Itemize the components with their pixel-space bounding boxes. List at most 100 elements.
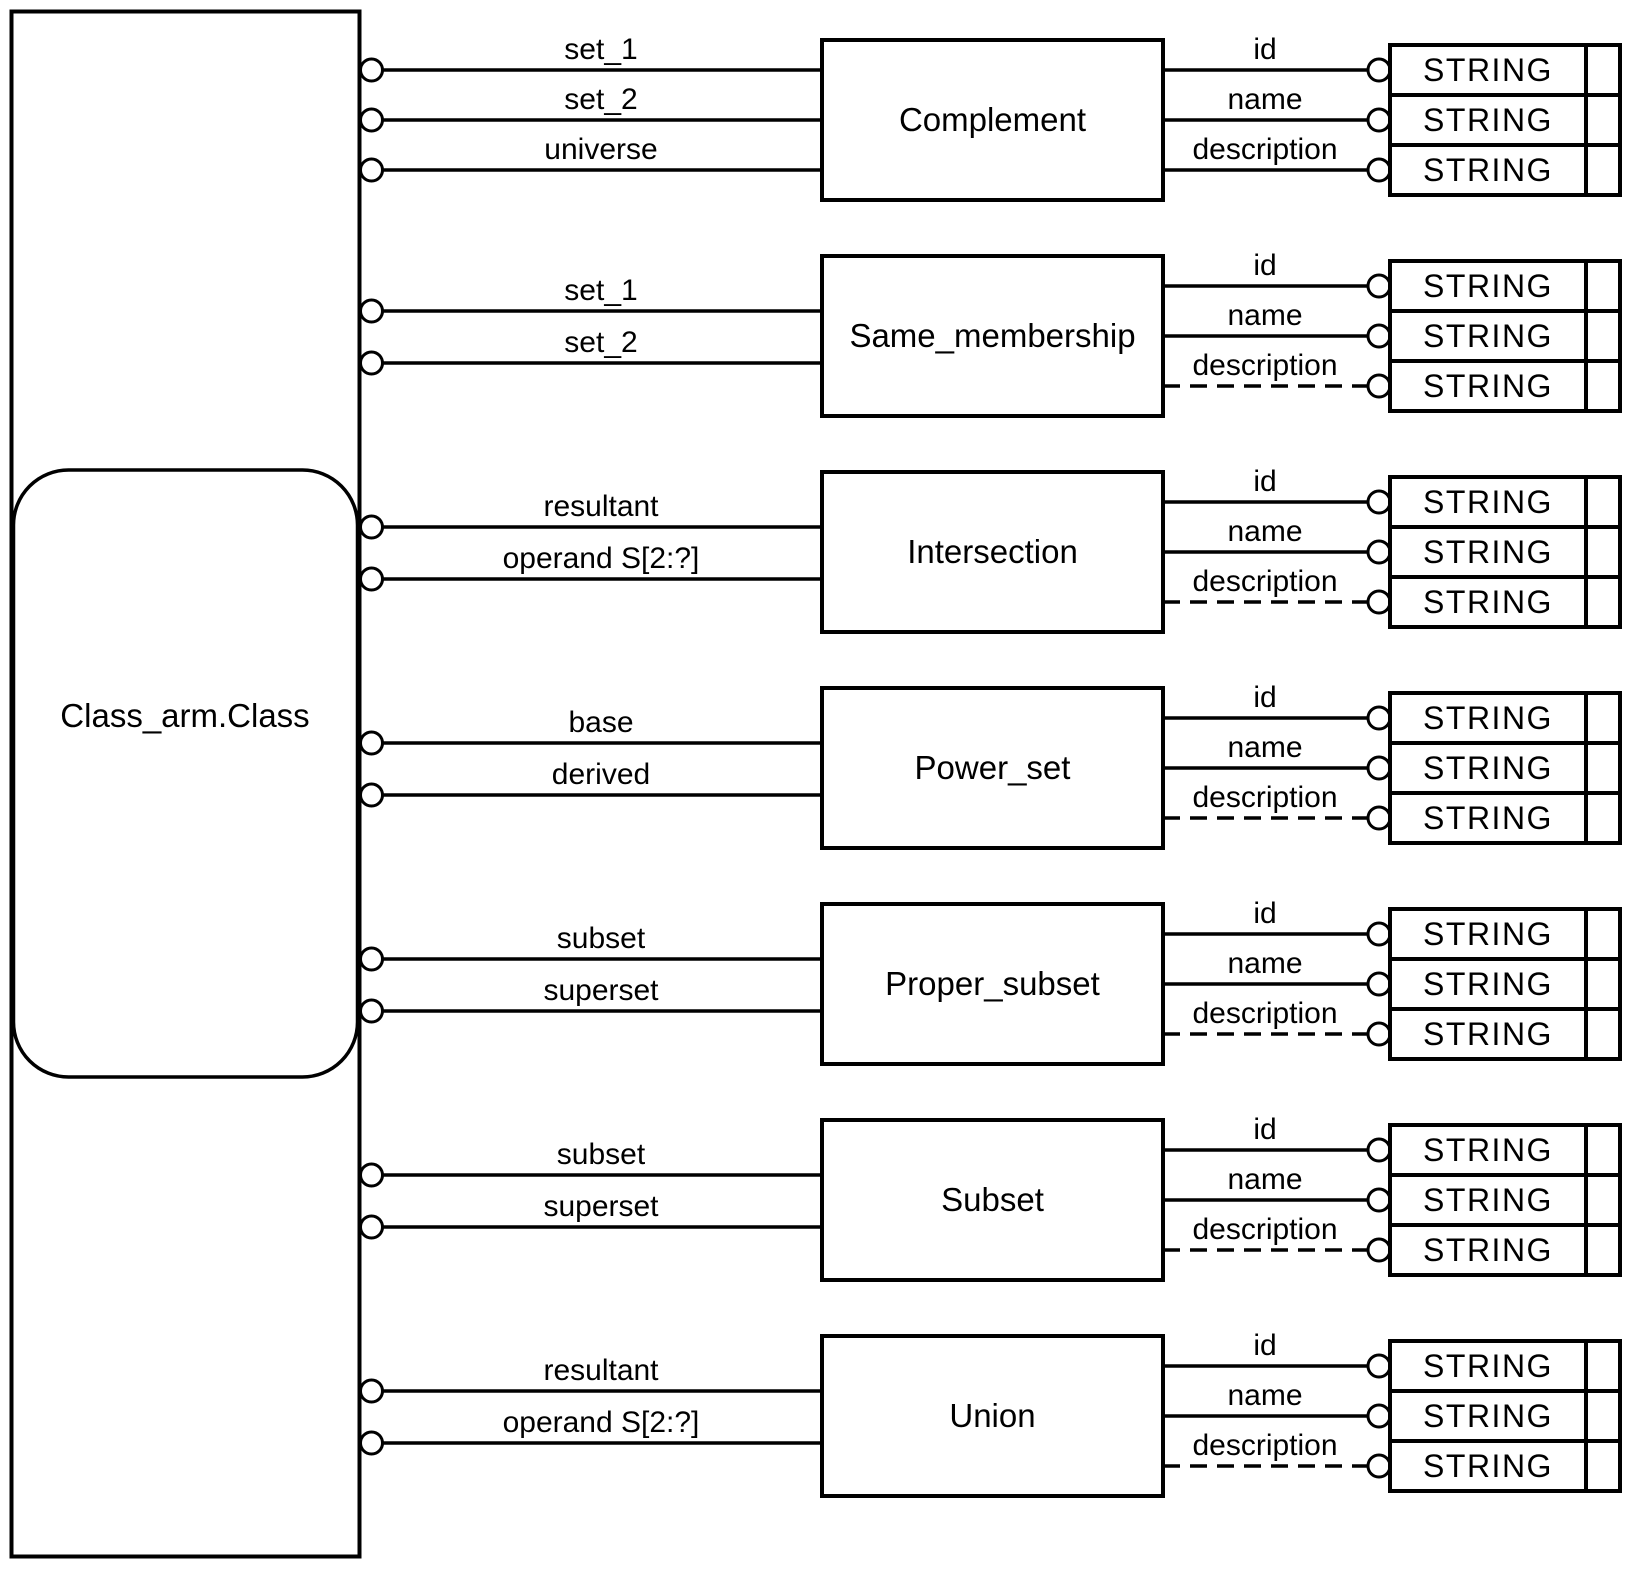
attribute-label-power-set-id: id <box>1253 681 1276 714</box>
attribute-port-circle <box>1366 1453 1392 1479</box>
string-type-label: STRING <box>1423 1232 1553 1268</box>
attribute-label-intersection-name: name <box>1227 515 1302 548</box>
string-type-box <box>1388 791 1622 845</box>
attribute-port-circle <box>1366 705 1392 731</box>
relationship-label-same-membership-1: set_2 <box>564 326 637 359</box>
string-type-label: STRING <box>1423 1016 1553 1052</box>
string-type-box <box>1388 575 1622 629</box>
attribute-label-power-set-description: description <box>1192 781 1337 814</box>
relationship-port-circle <box>359 107 384 133</box>
string-type-box <box>1388 1439 1622 1493</box>
relationship-label-complement-0: set_1 <box>564 33 637 66</box>
relationship-port-circle <box>359 1214 384 1240</box>
attribute-label-union-description: description <box>1192 1429 1337 1462</box>
entity-title-proper-subset: Proper_subset <box>885 965 1100 1002</box>
attribute-label-union-id: id <box>1253 1329 1276 1362</box>
attribute-port-circle <box>1366 755 1392 781</box>
entity-title-complement: Complement <box>899 101 1086 138</box>
relationship-label-subset-1: superset <box>543 1190 659 1223</box>
entity-title-subset: Subset <box>941 1181 1044 1218</box>
entity-row-subset: SubsetsubsetsupersetidSTRINGnameSTRINGde… <box>359 1113 1622 1282</box>
string-type-label: STRING <box>1423 1182 1553 1218</box>
attribute-port-circle <box>1366 489 1392 515</box>
relationship-label-intersection-0: resultant <box>543 490 659 523</box>
string-type-label: STRING <box>1423 1132 1553 1168</box>
relationship-label-union-1: operand S[2:?] <box>503 1406 700 1439</box>
string-type-box <box>1388 143 1622 197</box>
string-type-label: STRING <box>1423 102 1553 138</box>
attribute-port-circle <box>1366 921 1392 947</box>
attribute-label-intersection-description: description <box>1192 565 1337 598</box>
attribute-label-same-membership-name: name <box>1227 299 1302 332</box>
relationship-port-circle <box>359 514 384 540</box>
entity-row-complement: Complementset_1set_2universeidSTRINGname… <box>359 33 1622 202</box>
entity-title-union: Union <box>949 1397 1035 1434</box>
attribute-port-circle <box>1366 323 1392 349</box>
relationship-label-power-set-1: derived <box>552 758 650 791</box>
string-type-label: STRING <box>1423 584 1553 620</box>
attribute-port-circle <box>1366 539 1392 565</box>
string-type-label: STRING <box>1423 1348 1553 1384</box>
entity-title-intersection: Intersection <box>907 533 1078 570</box>
attribute-port-circle <box>1366 805 1392 831</box>
attribute-port-circle <box>1366 273 1392 299</box>
relationship-port-circle <box>359 57 384 83</box>
string-type-label: STRING <box>1423 318 1553 354</box>
relationship-port-circle <box>359 730 384 756</box>
relationship-port-circle <box>359 1162 384 1188</box>
attribute-label-intersection-id: id <box>1253 465 1276 498</box>
relationship-port-circle <box>359 1430 384 1456</box>
relationship-port-circle <box>359 157 384 183</box>
attribute-port-circle <box>1366 1353 1392 1379</box>
relationship-port-circle <box>359 782 384 808</box>
string-type-label: STRING <box>1423 52 1553 88</box>
relationship-label-proper-subset-1: superset <box>543 974 659 1007</box>
attribute-label-proper-subset-name: name <box>1227 947 1302 980</box>
attribute-label-subset-name: name <box>1227 1163 1302 1196</box>
attribute-label-proper-subset-id: id <box>1253 897 1276 930</box>
relationship-label-proper-subset-0: subset <box>557 922 646 955</box>
attribute-label-subset-id: id <box>1253 1113 1276 1146</box>
string-type-label: STRING <box>1423 1448 1553 1484</box>
entity-row-proper-subset: Proper_subsetsubsetsupersetidSTRINGnameS… <box>359 897 1622 1066</box>
attribute-label-union-name: name <box>1227 1379 1302 1412</box>
attribute-label-complement-description: description <box>1192 133 1337 166</box>
relationship-port-circle <box>359 298 384 324</box>
relationship-port-circle <box>359 566 384 592</box>
relationship-label-power-set-0: base <box>568 706 633 739</box>
attribute-label-power-set-name: name <box>1227 731 1302 764</box>
entity-row-power-set: Power_setbasederivedidSTRINGnameSTRINGde… <box>359 681 1622 850</box>
string-type-box <box>1388 1007 1622 1061</box>
attribute-port-circle <box>1366 1187 1392 1213</box>
string-type-label: STRING <box>1423 152 1553 188</box>
attribute-port-circle <box>1366 373 1392 399</box>
string-type-label: STRING <box>1423 700 1553 736</box>
entity-row-same-membership: Same_membershipset_1set_2idSTRINGnameSTR… <box>359 249 1622 418</box>
attribute-port-circle <box>1366 1403 1392 1429</box>
relationship-label-subset-0: subset <box>557 1138 646 1171</box>
string-type-label: STRING <box>1423 534 1553 570</box>
relationship-label-complement-2: universe <box>544 133 657 166</box>
relationship-label-union-0: resultant <box>543 1354 659 1387</box>
string-type-box <box>1388 359 1622 413</box>
string-type-box <box>1388 1223 1622 1277</box>
attribute-label-complement-id: id <box>1253 33 1276 66</box>
string-type-label: STRING <box>1423 916 1553 952</box>
class-box-label: Class_arm.Class <box>60 697 309 734</box>
relationship-port-circle <box>359 1378 384 1404</box>
attribute-port-circle <box>1366 157 1392 183</box>
attribute-label-same-membership-description: description <box>1192 349 1337 382</box>
entity-title-same-membership: Same_membership <box>849 317 1135 354</box>
attribute-port-circle <box>1366 107 1392 133</box>
string-type-label: STRING <box>1423 368 1553 404</box>
attribute-label-proper-subset-description: description <box>1192 997 1337 1030</box>
relationship-port-circle <box>359 946 384 972</box>
attribute-label-same-membership-id: id <box>1253 249 1276 282</box>
entity-title-power-set: Power_set <box>915 749 1071 786</box>
string-type-label: STRING <box>1423 750 1553 786</box>
